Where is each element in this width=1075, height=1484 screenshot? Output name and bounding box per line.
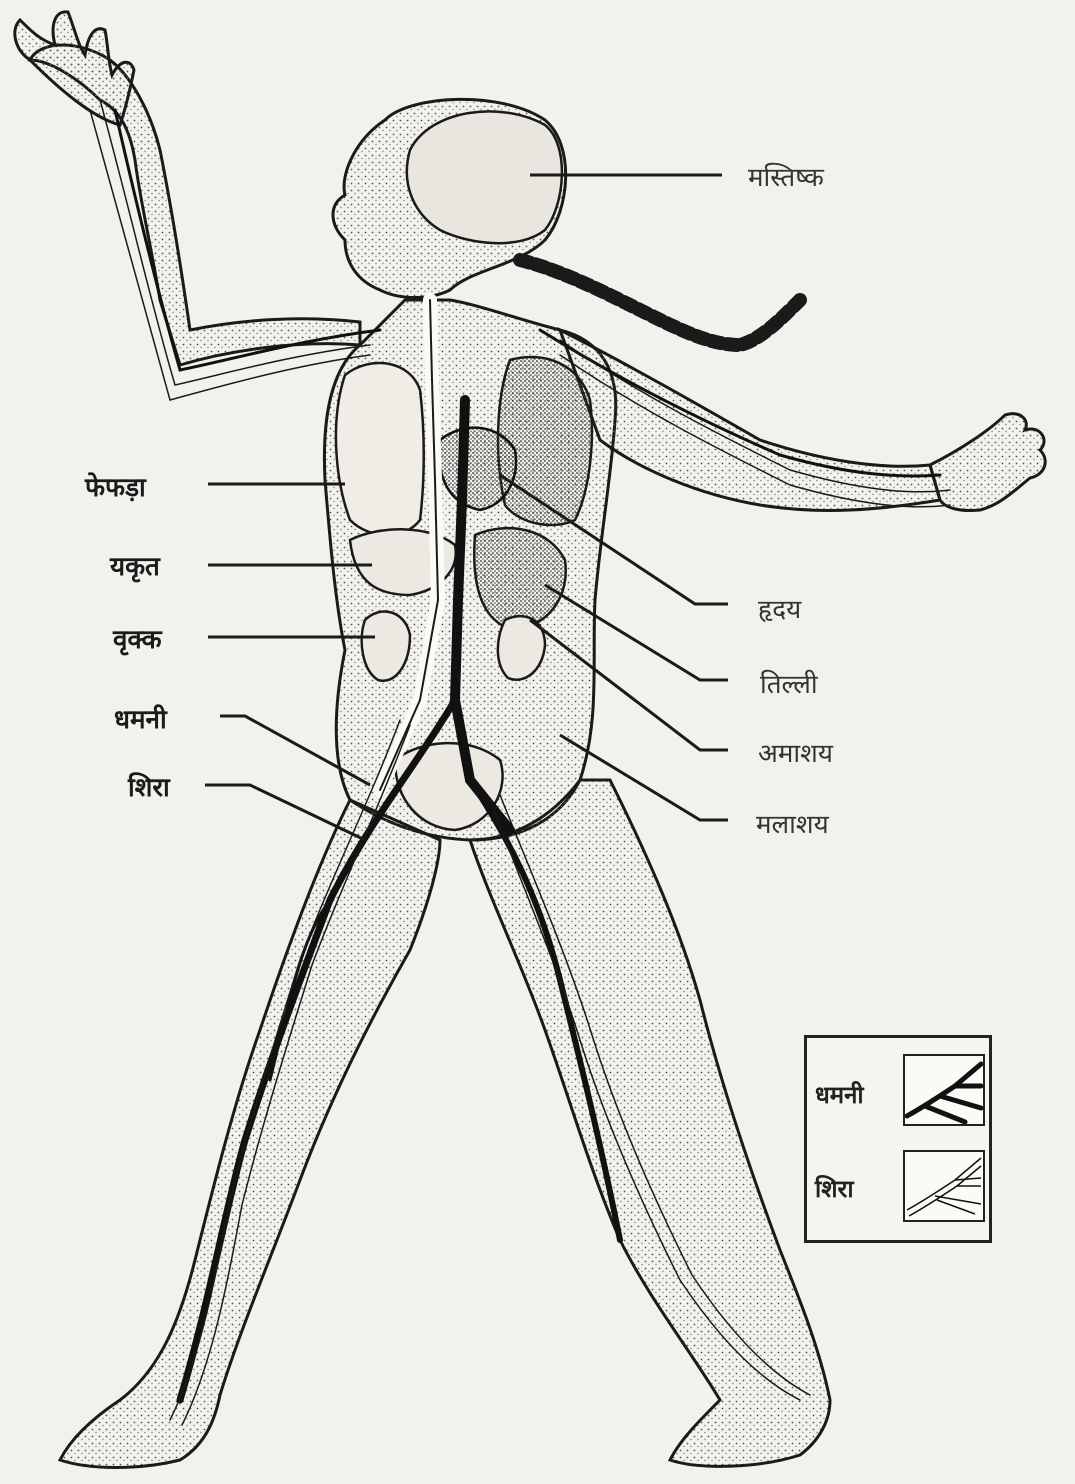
- vein-branch-icon: [905, 1152, 983, 1220]
- raised-hand: [15, 12, 134, 125]
- label-vein: शिरा: [128, 768, 170, 804]
- legend-artery-label: धमनी: [815, 1078, 864, 1111]
- legend-vein-swatch: [903, 1150, 985, 1222]
- label-brain: मस्तिष्क: [748, 158, 824, 194]
- legend-vein-label: शिरा: [815, 1172, 854, 1205]
- outstretched-hand: [930, 414, 1045, 511]
- label-heart: हृदय: [758, 590, 801, 626]
- label-spleen: तिल्ली: [760, 665, 818, 701]
- label-kidney: वृक्क: [113, 620, 162, 656]
- label-rectum: मलाशय: [756, 805, 829, 841]
- outstretched-arm: [560, 330, 940, 510]
- brain-shape: [407, 111, 562, 243]
- left-lung: [336, 363, 424, 535]
- legend-box: धमनी शिरा: [804, 1035, 992, 1243]
- legend-artery-swatch: [903, 1054, 985, 1126]
- label-lungs: फेफड़ा: [85, 468, 146, 504]
- right-lung: [498, 357, 592, 525]
- label-artery: धमनी: [114, 700, 167, 736]
- label-liver: यकृत: [110, 547, 160, 583]
- label-stomach: अमाशय: [758, 734, 833, 770]
- artery-branch-icon: [905, 1056, 983, 1124]
